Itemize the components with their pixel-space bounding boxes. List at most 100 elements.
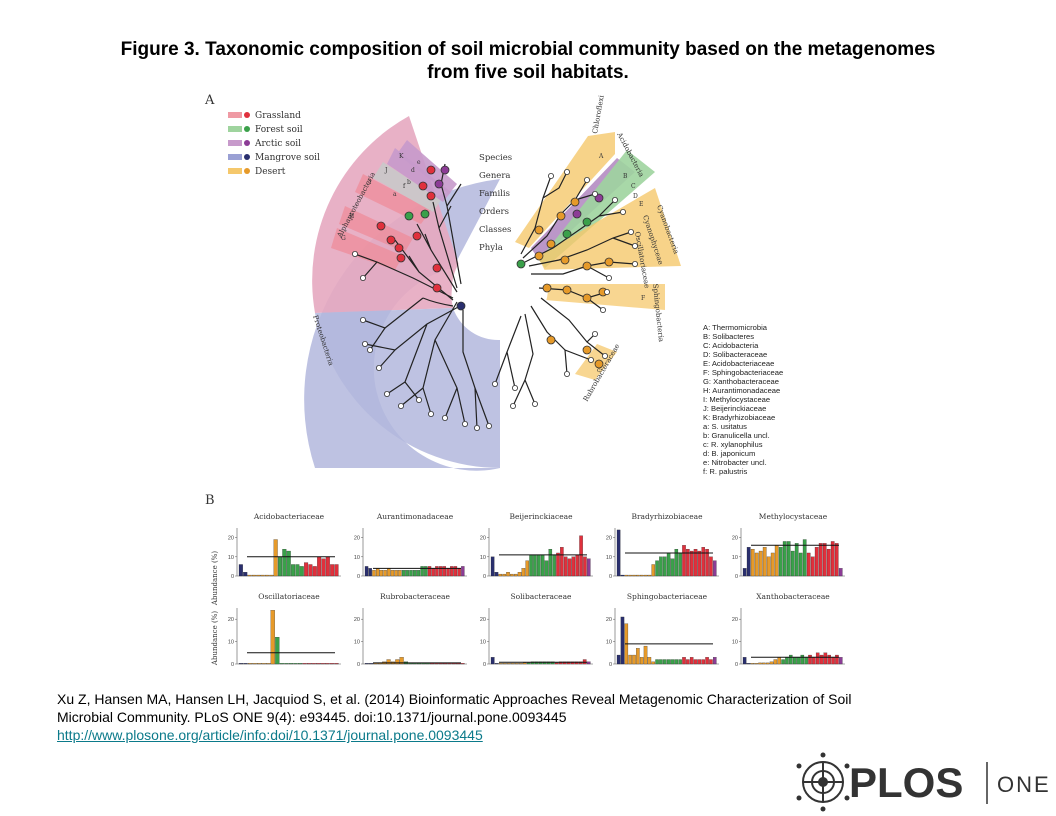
bar [510, 573, 514, 577]
y-tick-label: 0 [735, 662, 738, 668]
bar [666, 552, 671, 577]
bar [514, 663, 519, 665]
bar [506, 572, 510, 577]
key-entry: a: S. usitatus [703, 422, 747, 431]
key-entry: E: Acidobacteriaceae [703, 359, 774, 368]
bar [502, 663, 507, 665]
bar [316, 663, 321, 665]
y-tick-label: 0 [735, 574, 738, 580]
bar [425, 663, 430, 665]
y-tick-label: 0 [357, 662, 360, 668]
y-tick-label: 0 [609, 662, 612, 668]
chart-title: Beijerinckiaceae [509, 512, 573, 521]
bar [490, 657, 495, 665]
bar [278, 556, 283, 577]
rank-label: Familis [479, 189, 510, 199]
bar [494, 663, 499, 665]
bar [304, 562, 309, 577]
desert-band-cyano [535, 188, 681, 270]
bar [713, 657, 717, 665]
bar [297, 663, 303, 665]
bar [663, 556, 667, 577]
doi-link[interactable]: http://www.plosone.org/article/info:doi/… [57, 727, 483, 743]
chart-title: Aurantimonadaceae [376, 512, 454, 521]
bar [686, 548, 690, 577]
panel-a-label: A [204, 93, 215, 108]
bar [778, 547, 783, 577]
y-tick-label: 0 [609, 574, 612, 580]
bar [689, 657, 694, 665]
bar [554, 662, 559, 665]
bar [421, 663, 426, 665]
bar [387, 568, 391, 577]
chart-title: Methylocystaceae [759, 512, 828, 521]
wedge-letter: F [641, 295, 645, 302]
bar [238, 663, 244, 665]
bar [762, 662, 766, 665]
bar [709, 659, 713, 665]
bar [709, 556, 713, 577]
bar [827, 654, 831, 665]
bar [822, 543, 827, 577]
bar [758, 662, 762, 665]
bar [826, 548, 831, 577]
key-entry: A: Thermomicrobia [703, 323, 768, 332]
bar [251, 574, 256, 577]
wedge-letter: I [369, 179, 372, 186]
bar [794, 543, 799, 577]
chart-title: Oscillatoriaceae [258, 592, 320, 601]
bar [587, 558, 591, 577]
abbreviation-key: A: Thermomicrobia B: Solibacteres C: Aci… [703, 323, 783, 476]
bar [308, 564, 313, 577]
bar [372, 570, 376, 577]
bar [517, 572, 522, 577]
y-axis-label-row-2: Abundance (%) [211, 611, 219, 666]
bar [575, 554, 579, 577]
bar [838, 568, 843, 577]
svg-text:Arctic soil: Arctic soil [254, 139, 301, 149]
legend-item-forest-soil: Forest soil [228, 125, 303, 135]
rank-label: Genera [479, 171, 510, 181]
key-entry: H: Aurantimonadaceae [703, 386, 780, 395]
key-entry: C: Acidobacteria [703, 341, 759, 350]
svg-text:Forest soil: Forest soil [255, 125, 303, 135]
legend-item-desert: Desert [228, 167, 286, 177]
bar [373, 663, 378, 665]
key-entry: B: Solibacteres [703, 332, 754, 341]
bar [521, 568, 526, 577]
bar [257, 663, 262, 665]
bar [632, 574, 636, 577]
bar [806, 552, 811, 577]
bar [506, 663, 511, 665]
bar [682, 657, 686, 665]
bar [818, 543, 823, 577]
bar [434, 663, 439, 665]
bar [823, 652, 828, 665]
bar [518, 663, 523, 665]
bar [364, 566, 369, 577]
bar [525, 560, 529, 577]
y-tick-label: 10 [732, 640, 738, 646]
key-entry: c: R. xylanophilus [703, 440, 763, 449]
bar [537, 554, 541, 577]
y-tick-label: 0 [483, 574, 486, 580]
bar [270, 610, 275, 665]
one-wordmark: ONE [997, 772, 1051, 797]
bar [401, 570, 406, 577]
bar [408, 663, 413, 665]
bar [398, 570, 402, 577]
bar [446, 568, 450, 577]
bar [243, 572, 248, 577]
bar [762, 547, 767, 577]
bar [697, 550, 702, 577]
bar [269, 574, 274, 577]
chart-title: Rubrobacteraceae [380, 592, 450, 601]
bar [321, 558, 326, 577]
bar [522, 662, 527, 665]
bar [453, 566, 458, 577]
wedge-letter: A [598, 153, 604, 160]
bar [643, 645, 648, 665]
rank-label: Phyla [479, 243, 503, 253]
bar [282, 548, 287, 577]
bar [766, 556, 771, 577]
